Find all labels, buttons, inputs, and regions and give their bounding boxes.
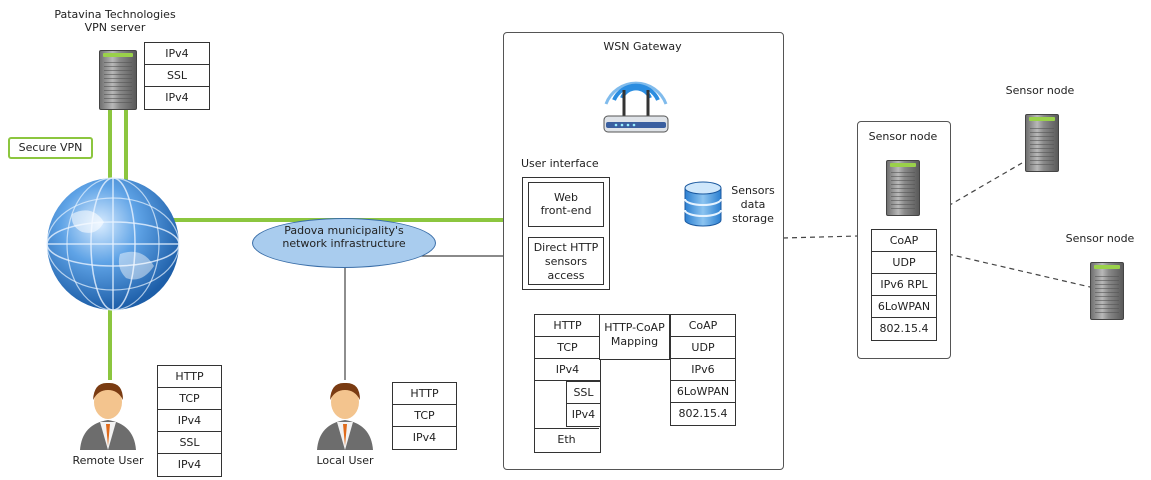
stack-cell: UDP	[671, 337, 735, 359]
stack-cell: IPv6	[671, 359, 735, 381]
stack-cell: CoAP	[872, 230, 936, 252]
local-user-icon	[317, 382, 373, 450]
vpn-server-stack: IPv4 SSL IPv4	[144, 42, 210, 110]
sensor-right-link	[947, 253, 1091, 288]
stack-cell: UDP	[872, 252, 936, 274]
wireless-router-icon	[603, 81, 669, 133]
sensor-top-link	[947, 162, 1023, 207]
sensor-node-right-icon	[1090, 262, 1124, 320]
stack-cell: SSL	[567, 382, 600, 404]
stack-cell: CoAP	[671, 315, 735, 337]
local-user-label: Local User	[316, 454, 374, 467]
stack-cell: IPv4	[571, 408, 596, 421]
stack-cell: SSL	[158, 432, 221, 454]
stack-cell: 802.15.4	[678, 407, 728, 420]
municipality-network-ellipse	[252, 218, 436, 268]
user-interface-label: User interface	[521, 157, 599, 170]
stack-cell: IPv4	[535, 359, 600, 381]
local-user-stack: HTTP TCP IPv4	[392, 382, 457, 450]
remote-user-icon	[80, 382, 136, 450]
remote-user-stack: HTTP TCP IPv4 SSL IPv4	[157, 365, 222, 477]
stack-cell: 6LoWPAN	[671, 381, 735, 403]
sensor-node-main-label: Sensor node	[868, 130, 938, 143]
stack-cell: HTTP	[158, 366, 221, 388]
stack-cell: 6LoWPAN	[872, 296, 936, 318]
sensor-node-top-label: Sensor node	[1005, 84, 1075, 97]
stack-cell: IPv4	[177, 458, 202, 471]
vpn-server-icon	[99, 50, 137, 110]
stack-cell: IPv4	[412, 431, 437, 444]
stack-cell: TCP	[393, 405, 456, 427]
stack-cell: HTTP	[535, 315, 600, 337]
stack-cell: 802.15.4	[879, 322, 929, 335]
sensor-node-main-icon	[886, 160, 920, 216]
stack-cell: IPv4	[165, 91, 189, 104]
stack-cell: IPv4	[158, 410, 221, 432]
secure-vpn-label: Secure VPN	[8, 137, 93, 159]
internet-globe-icon	[46, 177, 180, 311]
sensor-node-stack: CoAP UDP IPv6 RPL 6LoWPAN 802.15.4	[871, 229, 937, 341]
stack-cell: SSL	[145, 65, 209, 87]
wsn-gateway-title: WSN Gateway	[603, 40, 682, 53]
gw-sensor-link	[782, 235, 859, 239]
gateway-eth-cell: Eth	[534, 428, 599, 451]
remote-user-label: Remote User	[72, 454, 144, 467]
stack-cell: IPv6 RPL	[872, 274, 936, 296]
gateway-right-stack: CoAP UDP IPv6 6LoWPAN 802.15.4	[670, 314, 736, 426]
stack-cell: TCP	[535, 337, 600, 359]
stack-cell: TCP	[158, 388, 221, 410]
sensor-node-right-label: Sensor node	[1065, 232, 1135, 245]
gateway-left-substack: SSL IPv4	[566, 381, 601, 427]
local-user-line	[344, 255, 525, 380]
stack-cell: HTTP	[393, 383, 456, 405]
database-icon	[684, 181, 722, 227]
stack-cell: IPv4	[145, 43, 209, 65]
sensor-node-top-icon	[1025, 114, 1059, 172]
